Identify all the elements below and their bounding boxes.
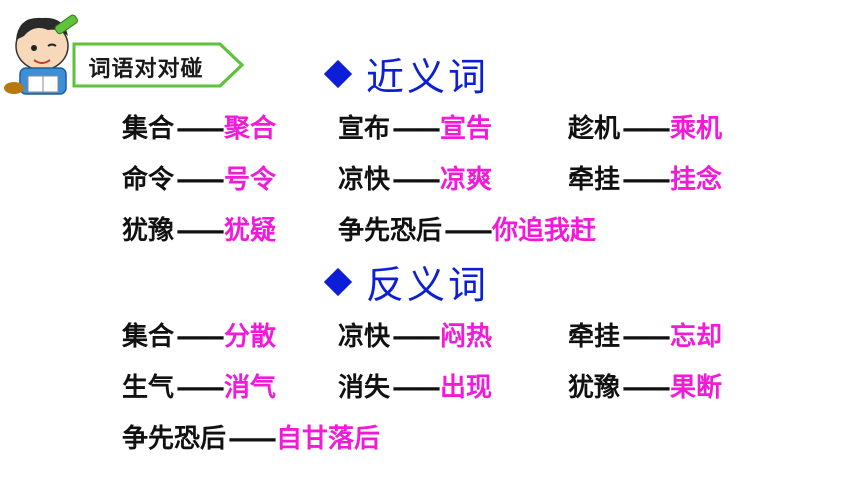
pair-dash: —— (392, 373, 441, 403)
synonym-pair: 趁机——乘机 (568, 114, 722, 144)
pair-word: 争先恐后 (338, 216, 443, 246)
pair-answer: 聚合 (224, 114, 277, 144)
pair-answer: 凉爽 (440, 165, 493, 195)
pair-word: 犹豫 (122, 216, 175, 246)
pair-word: 生气 (122, 373, 175, 403)
synonym-pair: 命令——号令 (122, 165, 276, 195)
pair-dash: —— (392, 322, 441, 352)
pair-word: 凉快 (338, 322, 391, 352)
antonym-pair: 争先恐后——自甘落后 (122, 424, 380, 454)
pair-answer: 消气 (224, 373, 277, 403)
pair-answer: 忘却 (670, 322, 723, 352)
synonym-pair: 凉快——凉爽 (338, 165, 492, 195)
antonym-pair: 消失——出现 (338, 373, 492, 403)
antonym-pair: 犹豫——果断 (568, 373, 722, 403)
pair-dash: —— (622, 322, 671, 352)
antonym-pair: 凉快——闷热 (338, 322, 492, 352)
pair-answer: 号令 (224, 165, 277, 195)
pair-answer: 乘机 (670, 114, 723, 144)
pair-dash: —— (176, 373, 225, 403)
antonym-pair: 牵挂——忘却 (568, 322, 722, 352)
pair-word: 犹豫 (568, 373, 621, 403)
pair-answer: 犹疑 (224, 216, 277, 246)
pair-word: 消失 (338, 373, 391, 403)
antonyms-heading: 反义词 (323, 254, 490, 309)
pair-answer: 闷热 (440, 322, 493, 352)
tag-shape (72, 42, 245, 88)
antonyms-title: 反义词 (366, 263, 490, 307)
pair-dash: —— (176, 114, 225, 144)
synonym-pair: 集合——聚合 (122, 114, 276, 144)
antonym-pair: 集合——分散 (122, 322, 276, 352)
pair-dash: —— (622, 373, 671, 403)
pair-dash: —— (392, 165, 441, 195)
pair-word: 牵挂 (568, 165, 621, 195)
pair-answer: 自甘落后 (276, 424, 381, 454)
topic-tag-label: 词语对对碰 (88, 57, 204, 82)
pair-word: 牵挂 (568, 322, 621, 352)
synonym-pair: 牵挂——挂念 (568, 165, 722, 195)
synonym-pair: 宣布——宣告 (338, 114, 492, 144)
pair-dash: —— (228, 424, 277, 454)
diamond-bullet-icon (323, 59, 353, 88)
pair-answer: 出现 (440, 373, 493, 403)
pair-word: 凉快 (338, 165, 391, 195)
pair-answer: 分散 (224, 322, 277, 352)
pair-answer: 你追我赶 (492, 216, 597, 246)
pair-dash: —— (444, 216, 493, 246)
synonym-pair: 犹豫——犹疑 (122, 216, 276, 246)
pair-word: 趁机 (568, 114, 621, 144)
pair-dash: —— (176, 322, 225, 352)
pair-dash: —— (392, 114, 441, 144)
pair-word: 集合 (122, 114, 175, 144)
synonyms-heading: 近义词 (323, 46, 490, 101)
pair-word: 争先恐后 (122, 424, 227, 454)
pair-answer: 果断 (670, 373, 723, 403)
pair-word: 集合 (122, 322, 175, 352)
pair-word: 命令 (122, 165, 175, 195)
synonyms-title: 近义词 (366, 55, 490, 99)
pair-answer: 挂念 (670, 165, 723, 195)
pair-dash: —— (176, 165, 225, 195)
pair-word: 宣布 (338, 114, 391, 144)
synonym-pair: 争先恐后——你追我赶 (338, 216, 596, 246)
diamond-bullet-icon (323, 267, 353, 296)
pair-answer: 宣告 (440, 114, 493, 144)
boy-mascot-illustration (4, 14, 79, 95)
pair-dash: —— (622, 165, 671, 195)
antonym-pair: 生气——消气 (122, 373, 276, 403)
pair-dash: —— (622, 114, 671, 144)
topic-tag: 词语对对碰 (70, 40, 246, 90)
pair-dash: —— (176, 216, 225, 246)
